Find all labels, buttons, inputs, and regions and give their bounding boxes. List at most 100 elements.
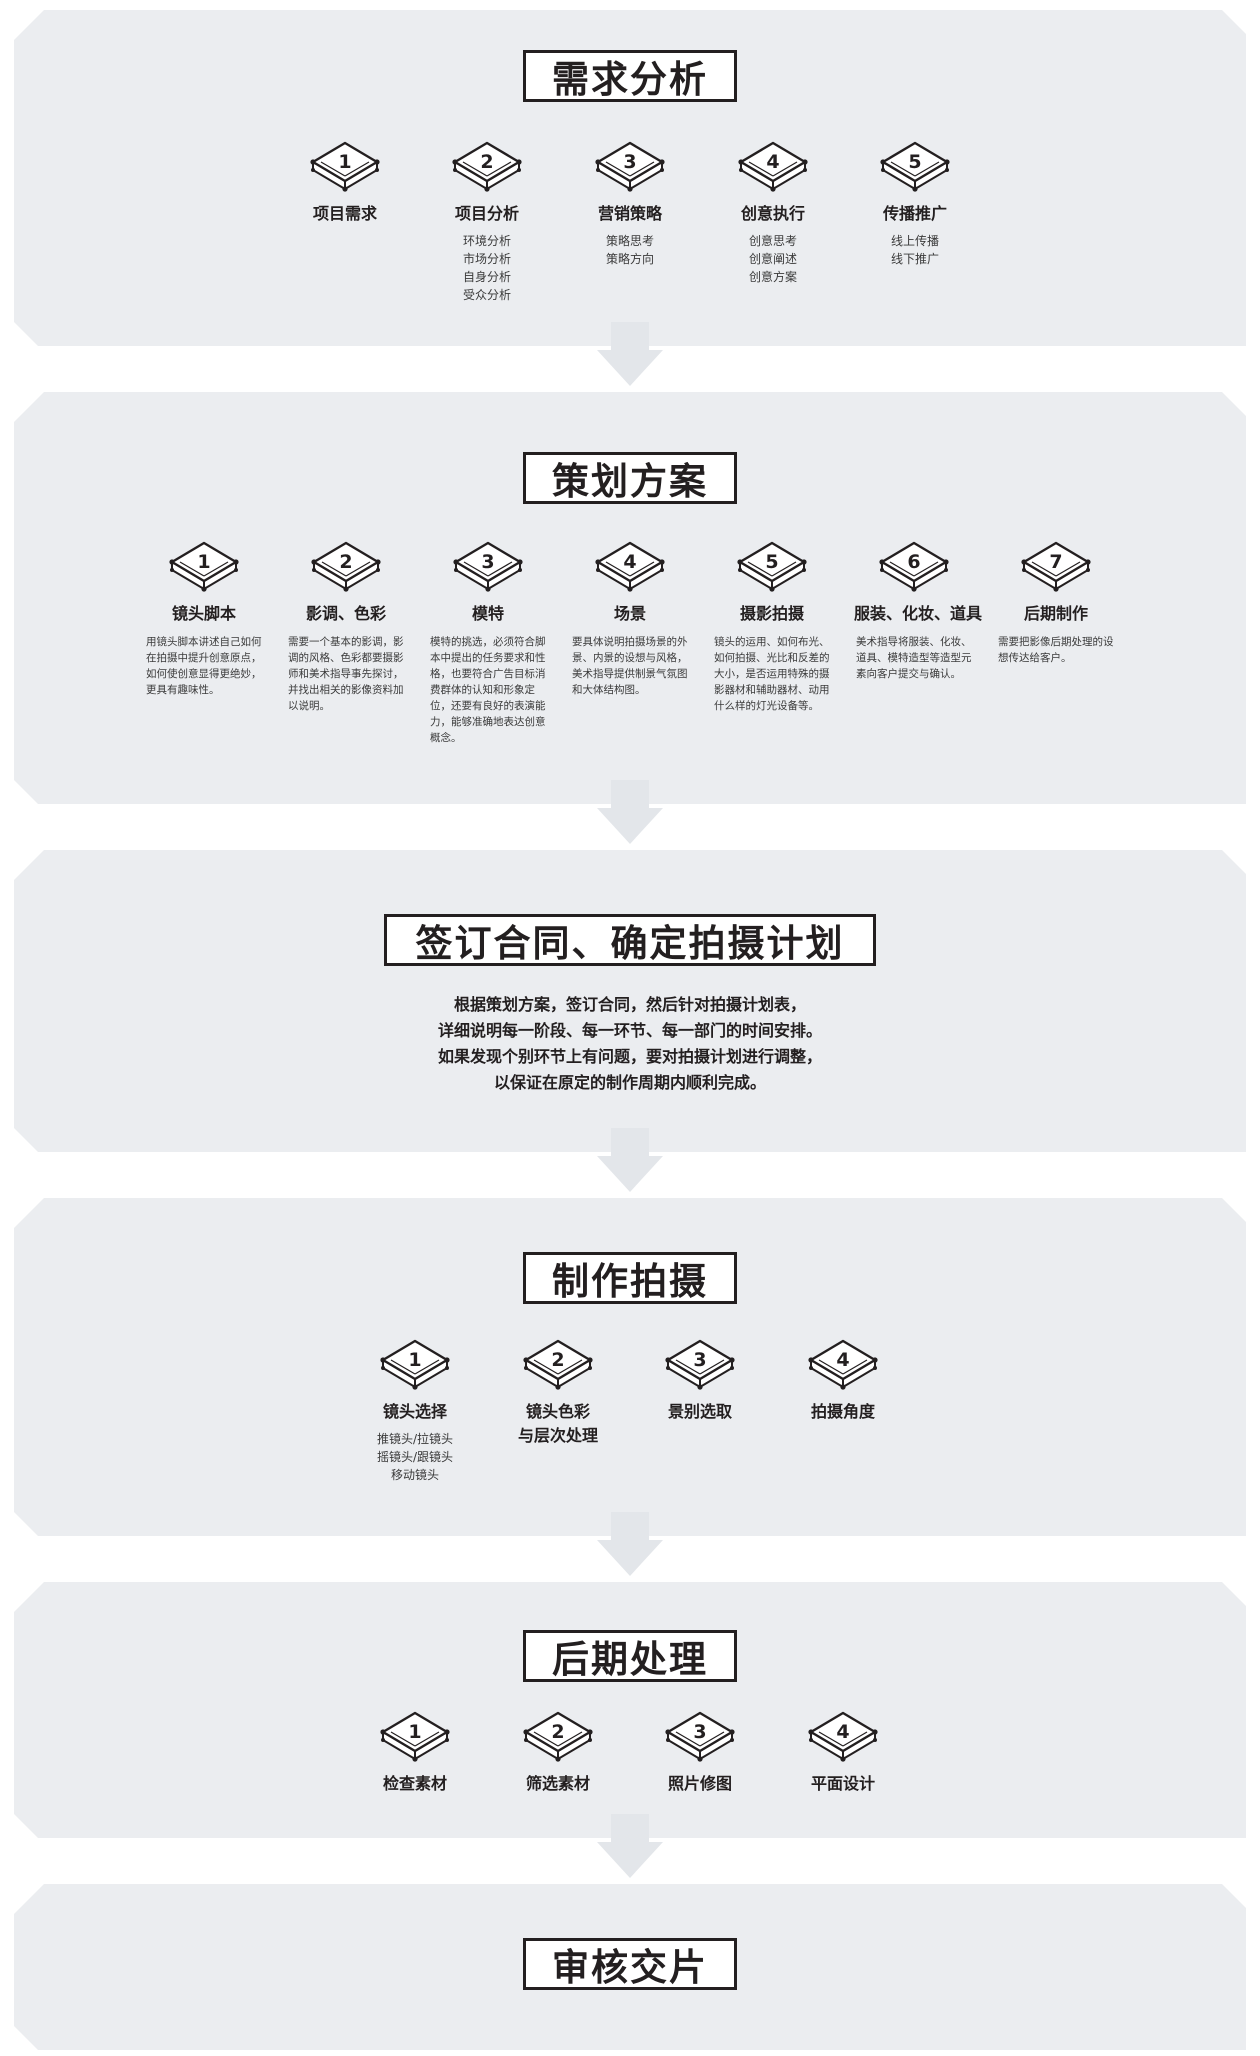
step-item: 3 景别选取 <box>640 1338 760 1424</box>
step-item: 4 创意执行 创意思考 创意阐述 创意方案 <box>713 140 833 286</box>
step-badge-icon: 7 <box>1021 540 1091 592</box>
step-name: 拍摄角度 <box>810 1402 875 1421</box>
step-subitem: 线下推广 <box>890 252 939 266</box>
step-item: 3 照片修图 <box>640 1710 760 1796</box>
step-item: 5 摄影拍摄 镜头的运用、如何布光、如何拍摄、光比和反差的大小，是否运用特殊的摄… <box>712 540 832 714</box>
svg-text:3: 3 <box>481 551 494 573</box>
svg-text:3: 3 <box>693 1721 706 1743</box>
step-item: 4 平面设计 <box>783 1710 903 1796</box>
step-item: 2 项目分析 环境分析 市场分析 自身分析 受众分析 <box>427 140 547 304</box>
svg-text:4: 4 <box>836 1349 849 1371</box>
step-subitem: 市场分析 <box>462 252 511 266</box>
down-arrow-icon <box>597 1814 663 1878</box>
step-name: 镜头脚本 <box>171 604 236 623</box>
step-badge-icon: 3 <box>665 1338 735 1390</box>
step-name: 模特 <box>471 604 504 623</box>
step-name: 镜头色彩 <box>525 1402 590 1421</box>
svg-text:4: 4 <box>836 1721 849 1743</box>
svg-text:4: 4 <box>623 551 636 573</box>
step-item: 1 项目需求 <box>285 140 405 226</box>
step-badge-icon: 5 <box>880 140 950 192</box>
step-badge-icon: 1 <box>310 140 380 192</box>
step-item: 4 拍摄角度 <box>783 1338 903 1424</box>
step-description: 要具体说明拍摄场景的外景、内景的设想与风格，美术指导提供制景气氛图和大体结构图。 <box>572 636 688 696</box>
section-planning: 策划方案 1 镜头脚本 用镜头脚本讲述自己如何在拍摄中提升创意原点，如何使创意显… <box>14 392 1246 804</box>
step-badge-icon: 6 <box>879 540 949 592</box>
section-title: 需求分析 <box>523 50 737 102</box>
step-name: 创意执行 <box>740 204 805 223</box>
step-description: 需要把影像后期处理的设想传达给客户。 <box>998 636 1114 664</box>
step-item: 2 影调、色彩 需要一个基本的影调，影调的风格、色彩都要摄影师和美术指导事先探讨… <box>286 540 406 714</box>
step-badge-icon: 2 <box>523 1338 593 1390</box>
step-name: 后期制作 <box>1023 604 1088 623</box>
contract-line: 以保证在原定的制作周期内顺利完成。 <box>493 1073 766 1092</box>
step-name: 摄影拍摄 <box>739 604 804 623</box>
step-name: 镜头选择 <box>382 1402 447 1421</box>
contract-line: 详细说明每一阶段、每一环节、每一部门的时间安排。 <box>437 1021 822 1040</box>
step-badge-icon: 1 <box>380 1338 450 1390</box>
step-description: 需要一个基本的影调，影调的风格、色彩都要摄影师和美术指导事先探讨，并找出相关的影… <box>288 636 404 712</box>
svg-text:5: 5 <box>765 551 778 573</box>
step-item: 6 服装、化妆、道具 美术指导将服装、化妆、道具、模特造型等造型元素向客户提交与… <box>854 540 974 682</box>
step-subitem: 创意阐述 <box>748 252 797 266</box>
section-requirements: 需求分析 1 项目需求 2 项目分析 环境分析 市场分析 自身分析 受众分析 3… <box>14 10 1246 346</box>
step-item: 5 传播推广 线上传播 线下推广 <box>855 140 975 268</box>
step-badge-icon: 3 <box>665 1710 735 1762</box>
step-name: 营销策略 <box>597 204 662 223</box>
step-name: 照片修图 <box>667 1774 732 1793</box>
step-description: 模特的挑选，必须符合脚本中提出的任务要求和性格，也要符合广告目标消费群体的认知和… <box>430 636 546 744</box>
step-name: 平面设计 <box>810 1774 875 1793</box>
step-name: 场景 <box>613 604 646 623</box>
step-subitem: 策略方向 <box>605 252 654 266</box>
step-item: 3 模特 模特的挑选，必须符合脚本中提出的任务要求和性格，也要符合广告目标消费群… <box>428 540 548 746</box>
step-subitem: 受众分析 <box>462 288 511 302</box>
svg-text:2: 2 <box>551 1349 564 1371</box>
svg-text:2: 2 <box>339 551 352 573</box>
section-title: 制作拍摄 <box>523 1252 737 1304</box>
step-badge-icon: 4 <box>808 1338 878 1390</box>
section-post-processing: 后期处理 1 检查素材 2 筛选素材 3 照片修图 4 平面设计 <box>14 1582 1246 1838</box>
step-item: 4 场景 要具体说明拍摄场景的外景、内景的设想与风格，美术指导提供制景气氛图和大… <box>570 540 690 698</box>
step-badge-icon: 2 <box>452 140 522 192</box>
section-review-delivery: 审核交片 <box>14 1884 1246 2050</box>
step-item: 3 营销策略 策略思考 策略方向 <box>570 140 690 268</box>
step-subitem: 摇镜头/跟镜头 <box>376 1450 454 1464</box>
step-subitem: 创意思考 <box>748 234 797 248</box>
step-item: 2 筛选素材 <box>498 1710 618 1796</box>
section-title: 签订合同、确定拍摄计划 <box>384 914 876 966</box>
step-items: 创意思考 创意阐述 创意方案 <box>713 232 833 286</box>
step-description: 美术指导将服装、化妆、道具、模特造型等造型元素向客户提交与确认。 <box>856 636 972 680</box>
section-title: 策划方案 <box>523 452 737 504</box>
section-title: 审核交片 <box>523 1938 737 1990</box>
step-name-line2: 与层次处理 <box>517 1426 598 1445</box>
step-subitem: 移动镜头 <box>390 1468 439 1482</box>
step-badge-icon: 1 <box>380 1710 450 1762</box>
step-items: 策略思考 策略方向 <box>570 232 690 268</box>
down-arrow-icon <box>597 1128 663 1192</box>
section-title: 后期处理 <box>523 1630 737 1682</box>
step-item: 1 检查素材 <box>355 1710 475 1796</box>
step-items: 推镜头/拉镜头 摇镜头/跟镜头 移动镜头 <box>355 1430 475 1484</box>
svg-text:6: 6 <box>907 551 920 573</box>
contract-line: 如果发现个别环节上有问题，要对拍摄计划进行调整， <box>437 1047 822 1066</box>
section-contract: 签订合同、确定拍摄计划 根据策划方案，签订合同，然后针对拍摄计划表， 详细说明每… <box>14 850 1246 1152</box>
step-description: 用镜头脚本讲述自己如何在拍摄中提升创意原点，如何使创意显得更绝妙，更具有趣味性。 <box>146 636 262 696</box>
step-subitem: 线上传播 <box>890 234 939 248</box>
step-badge-icon: 4 <box>595 540 665 592</box>
step-item: 7 后期制作 需要把影像后期处理的设想传达给客户。 <box>996 540 1116 666</box>
step-badge-icon: 4 <box>808 1710 878 1762</box>
step-name: 项目分析 <box>454 204 519 223</box>
down-arrow-icon <box>597 1512 663 1576</box>
step-badge-icon: 5 <box>737 540 807 592</box>
step-item: 1 镜头脚本 用镜头脚本讲述自己如何在拍摄中提升创意原点，如何使创意显得更绝妙，… <box>144 540 264 698</box>
step-name: 检查素材 <box>382 1774 447 1793</box>
step-description: 镜头的运用、如何布光、如何拍摄、光比和反差的大小，是否运用特殊的摄影器材和辅助器… <box>714 636 830 712</box>
step-badge-icon: 3 <box>595 140 665 192</box>
svg-text:2: 2 <box>480 151 493 173</box>
step-name: 景别选取 <box>667 1402 732 1421</box>
step-badge-icon: 3 <box>453 540 523 592</box>
step-subitem: 创意方案 <box>748 270 797 284</box>
step-badge-icon: 2 <box>311 540 381 592</box>
svg-text:2: 2 <box>551 1721 564 1743</box>
step-name: 项目需求 <box>312 204 377 223</box>
